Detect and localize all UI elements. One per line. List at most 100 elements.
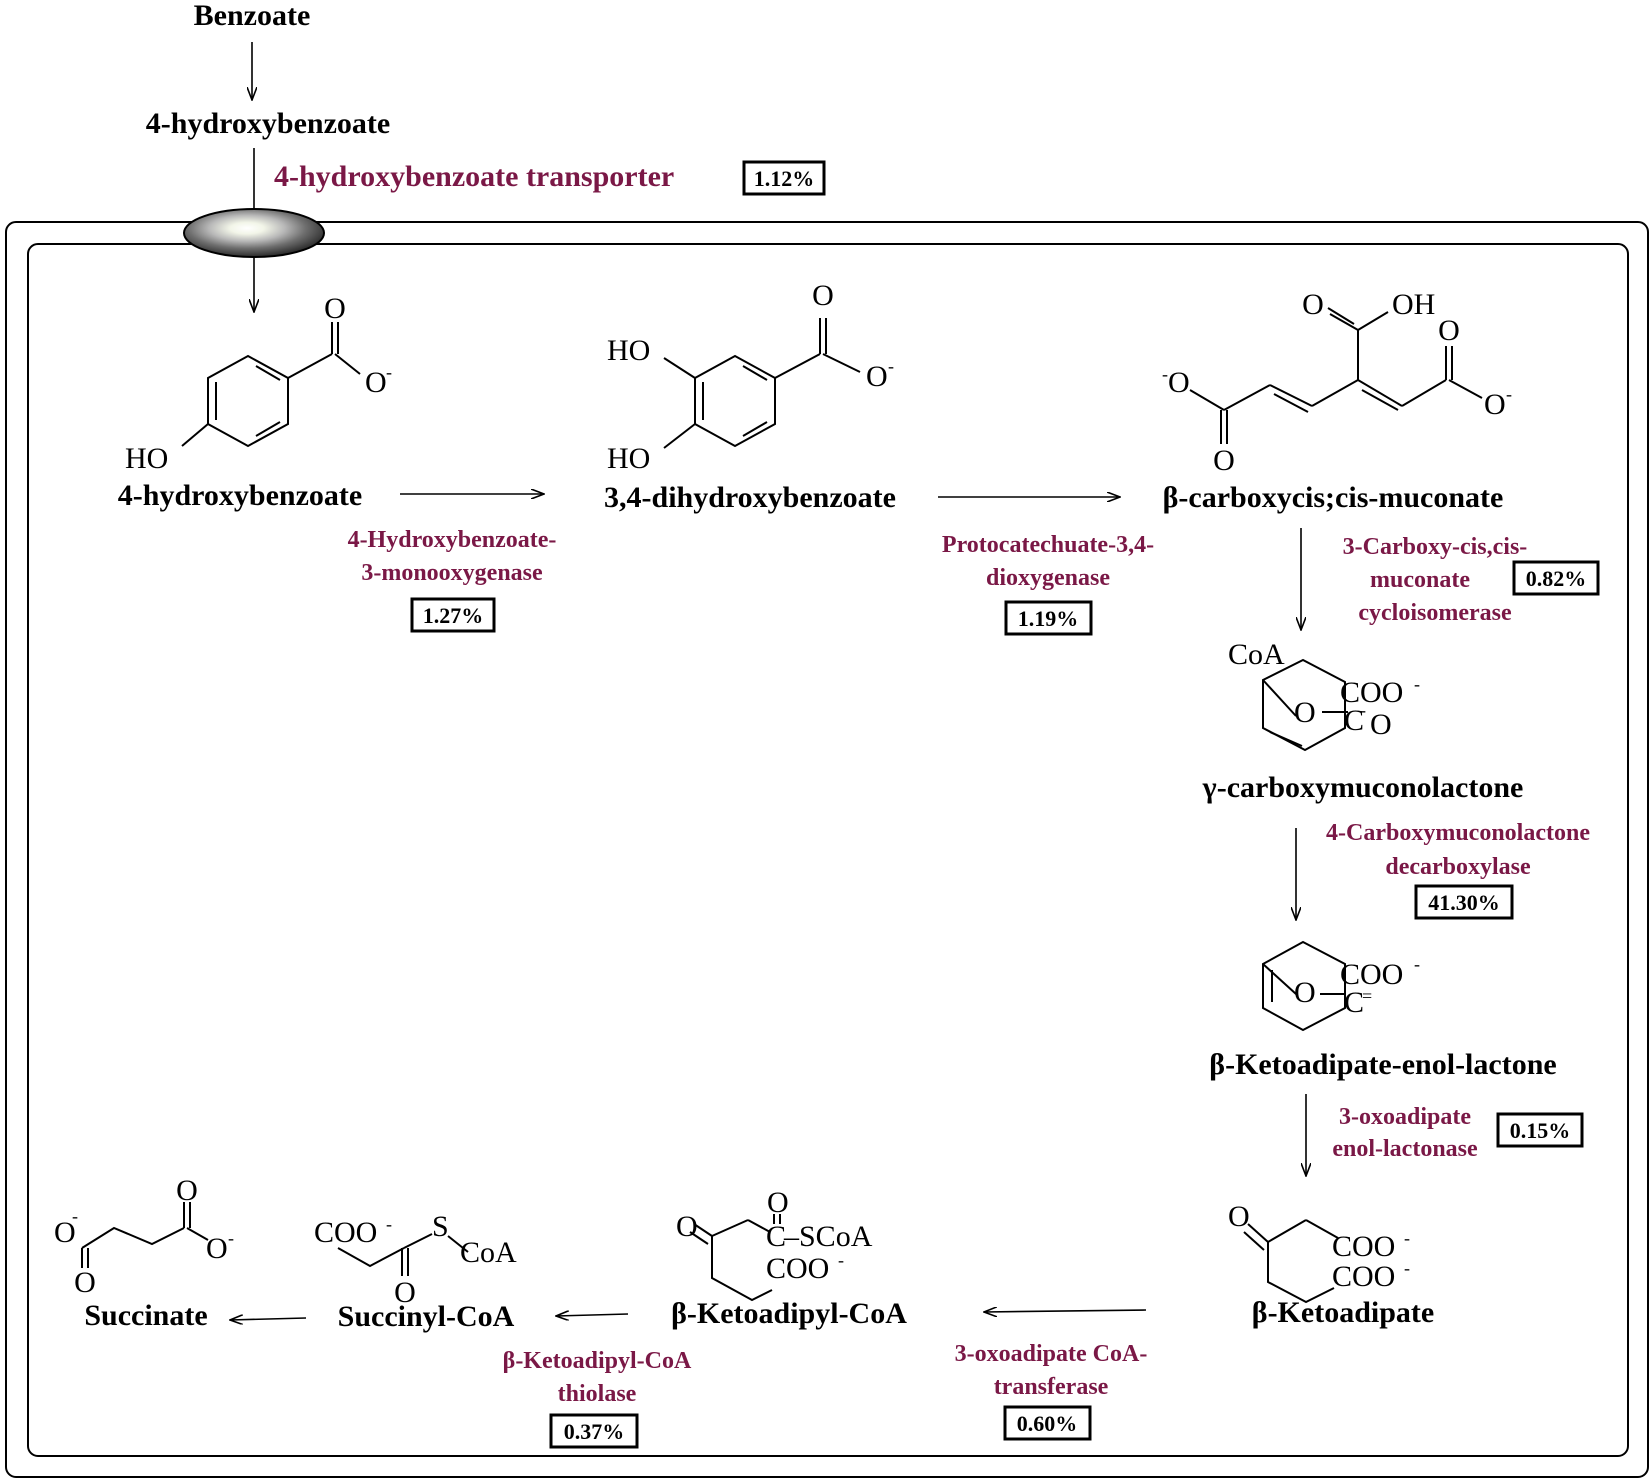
svg-text:-: - [386,1214,392,1234]
compound-ketoadipate: β-Ketoadipate [1252,1296,1434,1329]
svg-text:COO: COO [1332,1260,1395,1293]
svg-text:COO: COO [1340,676,1403,709]
svg-text:-: - [228,1228,234,1248]
percent-dioxygenase: 1.19% [1018,606,1079,631]
structure-3-4-dihydroxybenzoate: O O - HO HO [607,279,894,475]
svg-text:O: O [1168,366,1190,399]
enzyme-transporter: 4-hydroxybenzoate transporter [274,160,674,193]
compound-ketoadipate-enol-lactone: β-Ketoadipate-enol-lactone [1209,1048,1556,1081]
svg-text:-: - [1506,384,1512,404]
svg-text:HO: HO [125,442,168,475]
structure-ketoadipate: O COO - COO - [1228,1200,1410,1304]
svg-text:O: O [812,279,834,312]
percent-coa-transferase: 0.60% [1017,1411,1078,1436]
svg-text:O: O [54,1216,76,1249]
structure-ketoadipyl-coa: O O C –SCoA COO - [676,1186,873,1302]
enzyme-lactonase-line2: enol-lactonase [1332,1136,1478,1162]
enzyme-monooxygenase-line2: 3-monooxygenase [361,560,543,586]
structure-ketoadipate-enol-lactone: COO - O C = [1262,940,1420,1032]
svg-text:C: C [1344,704,1364,737]
compound-succinyl-coa: Succinyl-CoA [338,1300,515,1333]
percent-box-coa-transferase [1003,1405,1092,1441]
percent-box-cycloisomerase [1512,560,1600,596]
outer-membrane [5,221,1649,1478]
svg-text:COO: COO [1332,1230,1395,1263]
svg-text:CoA: CoA [1228,638,1285,671]
percent-transporter: 1.12% [754,166,815,191]
percent-thiolase: 0.37% [564,1419,625,1444]
svg-text:C: C [1344,986,1364,1019]
transporter-icon [183,208,325,258]
structure-succinyl-coa: COO - S CoA O [314,1210,517,1309]
svg-text:COO: COO [1340,958,1403,991]
svg-text:O: O [365,366,387,399]
enzyme-coa-transferase-line1: 3-oxoadipate CoA- [955,1341,1148,1367]
svg-text:-: - [888,356,894,376]
svg-text:O: O [206,1232,228,1265]
enzyme-coa-transferase-line2: transferase [994,1374,1109,1400]
svg-text:O: O [1484,388,1506,421]
structure-carboxymuconate: O OH O O - - O O [1162,288,1512,477]
svg-text:-: - [1404,1228,1410,1248]
svg-text:=: = [1362,986,1372,1006]
enzyme-dioxygenase-line2: dioxygenase [986,565,1110,591]
svg-text:-: - [1414,954,1420,974]
svg-text:C: C [766,1220,786,1253]
svg-text:O: O [1294,696,1316,729]
svg-text:COO: COO [766,1252,829,1285]
percent-box-dioxygenase [1004,600,1093,636]
svg-text:-: - [1360,700,1366,720]
svg-text:O: O [1213,444,1235,477]
compound-4-hydroxybenzoate-outside: 4-hydroxybenzoate [146,107,390,140]
arrow-scoa-to-succinate [230,1318,307,1320]
enzyme-dioxygenase-line1: Protocatechuate-3,4- [942,532,1154,558]
svg-text:-: - [386,362,392,382]
percent-box-transporter [742,160,826,196]
svg-text:O: O [866,360,888,393]
svg-text:O: O [1438,314,1460,347]
svg-text:-: - [72,1206,78,1226]
svg-text:O: O [1370,708,1392,741]
percent-box-decarboxylase [1414,884,1514,920]
compound-ketoadipyl-coa: β-Ketoadipyl-CoA [671,1297,907,1330]
enzyme-thiolase-line2: thiolase [558,1381,637,1407]
svg-text:O: O [324,292,346,325]
percent-box-monooxygenase [410,597,496,633]
structure-carboxymuconolactone: CoA COO - O C - O [1228,638,1420,752]
enzyme-cycloisomerase-line3: cycloisomerase [1358,600,1512,626]
svg-text:O: O [676,1210,698,1243]
svg-text:CoA: CoA [460,1236,517,1269]
svg-text:-: - [838,1250,844,1270]
svg-text:COO: COO [314,1216,377,1249]
enzyme-lactonase-line1: 3-oxoadipate [1339,1104,1471,1130]
svg-text:HO: HO [607,334,650,367]
svg-text:HO: HO [607,442,650,475]
svg-text:O: O [176,1174,198,1207]
svg-text:S: S [432,1210,449,1243]
arrow-kacoa-to-scoa [556,1314,629,1316]
svg-text:O: O [1294,976,1316,1009]
compound-succinate: Succinate [84,1299,207,1332]
compound-4-hydroxybenzoate: 4-hydroxybenzoate [118,479,362,512]
enzyme-cycloisomerase-line1: 3-Carboxy-cis,cis- [1343,534,1528,560]
enzyme-decarboxylase-line2: decarboxylase [1385,854,1531,880]
svg-text:–SCoA: –SCoA [783,1220,873,1253]
arrow-ka-to-kacoa [984,1310,1147,1312]
svg-text:O: O [1228,1200,1250,1233]
enzyme-decarboxylase-line1: 4-Carboxymuconolactone [1326,820,1590,846]
svg-text:-: - [1404,1258,1410,1278]
svg-text:O: O [74,1266,96,1299]
percent-decarboxylase: 41.30% [1428,890,1500,915]
inner-membrane [27,243,1629,1457]
svg-text:O: O [1302,288,1324,321]
svg-text:-: - [1162,364,1168,384]
svg-text:O: O [767,1186,789,1219]
compound-benzoate: Benzoate [194,0,311,32]
enzyme-cycloisomerase-line2: muconate [1370,567,1470,593]
svg-text:O: O [394,1276,416,1309]
percent-lactonase: 0.15% [1510,1118,1571,1143]
svg-text:OH: OH [1392,288,1435,321]
percent-cycloisomerase: 0.82% [1526,566,1587,591]
percent-box-thiolase [549,1413,639,1449]
